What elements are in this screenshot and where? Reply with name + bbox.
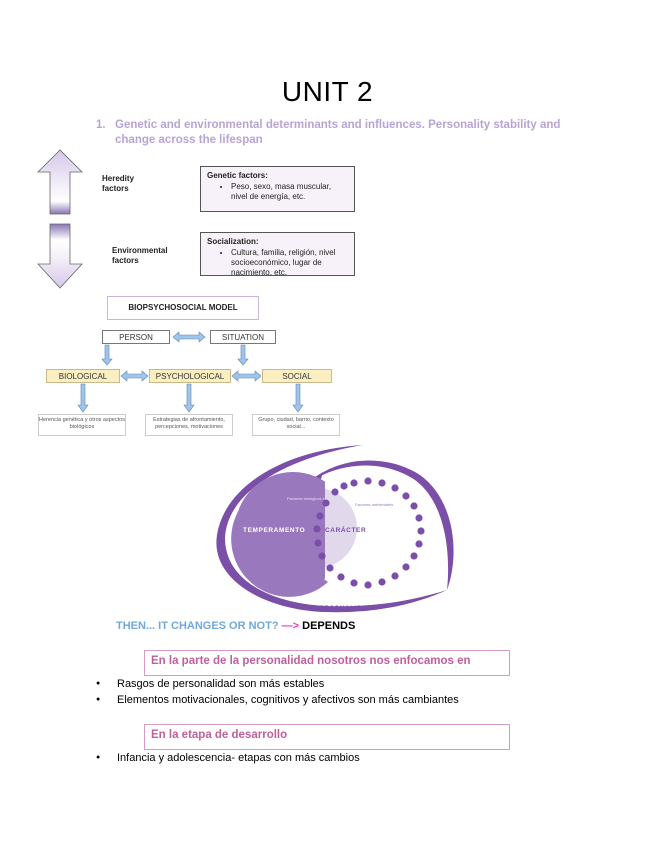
then-answer: DEPENDS <box>302 620 356 632</box>
down-arrow-icon <box>101 344 113 366</box>
person-node: PERSON <box>102 330 170 344</box>
development-stage-box: En la etapa de desarrollo <box>144 724 510 750</box>
then-question-line: THEN... IT CHANGES OR NOT? —> DEPENDS <box>116 620 355 632</box>
list-item: Elementos motivacionales, cognitivos y a… <box>88 692 588 708</box>
development-bullet-list: Infancia y adolescencia- etapas con más … <box>88 750 588 766</box>
heredity-factors-label: Heredity factors <box>102 174 135 193</box>
right-arrow-icon: —> <box>281 620 300 632</box>
situation-node: SITUATION <box>210 330 276 344</box>
double-arrow-icon <box>120 370 149 382</box>
down-arrow-icon <box>237 344 249 366</box>
biopsychosocial-model-title: BIOPSYCHOSOCIAL MODEL <box>107 296 259 320</box>
social-detail: Grupo, ciudad, barrio, contexto social..… <box>252 414 340 436</box>
down-arrow-icon <box>183 383 195 413</box>
socialization-box: Socialization: Cultura, familia, religió… <box>200 232 355 278</box>
list-item: Rasgos de personalidad son más estables <box>88 676 588 692</box>
heading-text: Genetic and environmental determinants a… <box>115 119 561 146</box>
environmental-factors-label: Environmental factors <box>112 246 168 265</box>
social-node: SOCIAL <box>262 369 332 383</box>
socialization-heading: Socialization: <box>207 237 259 246</box>
socialization-item: Cultura, familia, religión, nivel socioe… <box>231 248 348 278</box>
then-question: THEN... IT CHANGES OR NOT? <box>116 620 279 632</box>
psychological-node: PSYCHOLOGICAL <box>149 369 231 383</box>
genetic-factors-box: Genetic factors: Peso, sexo, masa muscul… <box>200 166 355 212</box>
section-heading: 1. Genetic and environmental determinant… <box>96 118 576 148</box>
double-arrow-icon <box>172 331 206 343</box>
psychological-detail: Estrategias de afrontamiento, percepcion… <box>145 414 233 436</box>
biological-node: BIOLOGICAL <box>46 369 120 383</box>
heading-number: 1. <box>96 119 106 131</box>
personality-diagram: TEMPERAMENTO CARÁCTER Factores biológico… <box>216 445 454 613</box>
biological-detail: Herencia genética y otros aspectos bioló… <box>38 414 126 436</box>
environment-down-arrow-icon <box>37 223 83 289</box>
double-arrow-icon <box>231 370 262 382</box>
caracter-sublabel: Factores ambientales <box>355 502 393 507</box>
page-title: UNIT 2 <box>281 76 374 107</box>
heredity-up-arrow-icon <box>37 149 83 215</box>
temperamento-sublabel: Factores biológicos innatos <box>287 496 335 501</box>
down-arrow-icon <box>77 383 89 413</box>
temperamento-label: TEMPERAMENTO <box>243 527 305 534</box>
caracter-label: CARÁCTER <box>325 525 366 534</box>
heredity-environment-arrows <box>37 149 83 289</box>
personality-focus-box: En la parte de la personalidad nosotros … <box>144 650 510 676</box>
genetic-factors-item: Peso, sexo, masa muscular, nivel de ener… <box>231 182 348 202</box>
personality-bullet-list: Rasgos de personalidad son más estables … <box>88 676 588 708</box>
list-item: Infancia y adolescencia- etapas con más … <box>88 750 588 766</box>
dotted-circle <box>313 477 425 589</box>
genetic-factors-heading: Genetic factors: <box>207 171 268 180</box>
down-arrow-icon <box>292 383 304 413</box>
inner-swirl <box>310 460 454 590</box>
personalidad-label: PERSONALIDAD <box>315 606 373 612</box>
biopsychosocial-arrows <box>77 331 304 413</box>
